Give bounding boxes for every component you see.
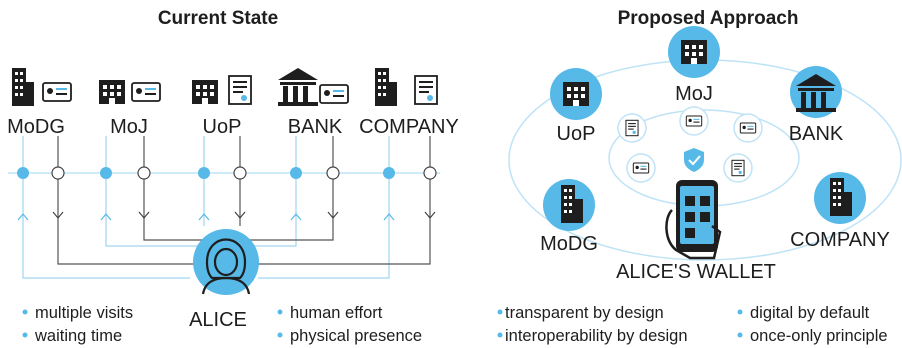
bullet-text: transparent by design <box>505 304 664 322</box>
left-entity-modg: MoDG <box>7 116 65 138</box>
id-card-icon <box>685 115 703 127</box>
rail-nodes <box>17 166 437 180</box>
bank-card-icon <box>739 122 757 134</box>
bullet-text: interoperability by design <box>505 327 688 345</box>
bank-card-icon <box>319 84 349 104</box>
entity-bank-circle <box>790 66 842 118</box>
bullet-text: multiple visits <box>35 304 133 322</box>
flow-lines <box>22 136 431 279</box>
entity-uop-circle <box>550 68 602 120</box>
entity-company-circle <box>814 172 866 224</box>
building-icon <box>12 68 34 106</box>
bullet-text: digital by default <box>750 304 870 322</box>
right-bullets: transparent by design interoperability b… <box>497 304 888 345</box>
id-card-icon <box>42 82 72 102</box>
university-icon <box>563 82 589 106</box>
entity-modg-circle <box>543 179 595 231</box>
left-entity-uop: UoP <box>203 116 242 138</box>
id-card-icon <box>632 162 650 174</box>
left-entity-bank: BANK <box>288 116 343 138</box>
contract-icon <box>731 159 745 177</box>
moj-icons <box>99 80 161 104</box>
bullet-text: human effort <box>290 304 383 322</box>
wallet-label: ALICE'S WALLET <box>616 261 776 283</box>
bullet-text: waiting time <box>34 327 122 345</box>
bullet-text: physical presence <box>290 327 422 345</box>
company-building-icon <box>375 68 397 106</box>
left-entity-moj: MoJ <box>110 116 148 138</box>
id-card-icon <box>131 82 161 102</box>
uop-icons <box>192 75 252 105</box>
left-bullets: multiple visits waiting time human effor… <box>22 304 422 345</box>
shield-check-icon <box>684 148 704 172</box>
alice-avatar-icon <box>193 229 259 295</box>
wallet-phone-icon <box>665 180 722 260</box>
ministry-building-icon <box>99 80 125 104</box>
right-entity-moj: MoJ <box>675 83 713 105</box>
modg-icons <box>12 68 72 106</box>
person-label: ALICE <box>189 309 247 331</box>
right-entity-bank: BANK <box>789 123 844 145</box>
diploma-icon <box>625 119 639 137</box>
left-title: Current State <box>158 8 278 29</box>
contract-icon <box>414 75 438 105</box>
diploma-icon <box>228 75 252 105</box>
left-entity-company: COMPANY <box>359 116 459 138</box>
bank-icons <box>278 68 349 106</box>
right-entity-modg: MoDG <box>540 233 598 255</box>
university-icon <box>192 80 218 104</box>
entity-moj-circle <box>668 26 720 78</box>
flow-arrows <box>17 211 436 221</box>
company-icons <box>375 68 438 106</box>
credential-badges <box>617 106 763 183</box>
ministry-building-icon <box>681 40 707 64</box>
bullet-text: once-only principle <box>750 327 888 345</box>
right-entity-company: COMPANY <box>790 229 890 251</box>
right-title: Proposed Approach <box>618 8 799 29</box>
right-entity-uop: UoP <box>557 123 596 145</box>
bank-icon <box>278 68 318 106</box>
